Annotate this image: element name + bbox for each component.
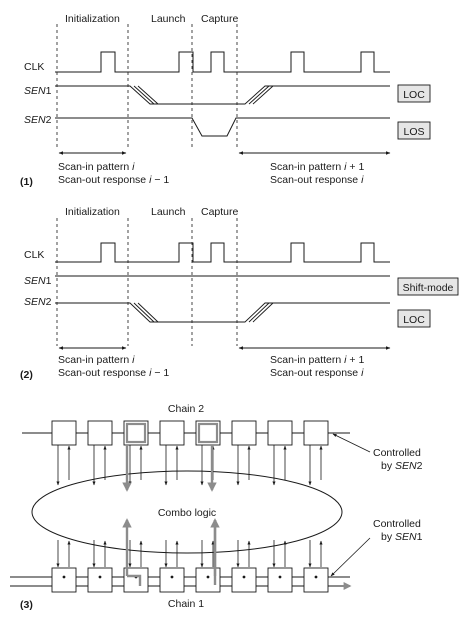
chain-1-cell — [51, 567, 77, 593]
rail-dot — [170, 575, 174, 579]
sen2-waveform — [55, 117, 390, 137]
launch-connector — [127, 574, 142, 586]
combo-logic-ellipse — [31, 470, 343, 554]
sen2-waveform-2 — [55, 302, 390, 323]
highlighted-cell — [197, 422, 219, 444]
ctrl-bottom-line2: by SEN1 — [381, 531, 423, 543]
ctrl-top-line1: Controlled — [373, 447, 421, 459]
chain-1-cell — [231, 567, 257, 593]
rail-dot — [62, 575, 66, 579]
chain-2-cell — [159, 420, 185, 446]
phase-launch-2: Launch — [151, 206, 186, 218]
chain-2-cell — [51, 420, 77, 446]
chain-2-cell — [303, 420, 329, 446]
right-note-line1: Scan-in pattern i + 1 — [270, 161, 364, 173]
panel-2-tag: (2) — [20, 369, 33, 381]
rail-dot — [314, 575, 318, 579]
panel-1-tag: (1) — [20, 176, 33, 188]
clk-waveform — [55, 51, 390, 73]
clk-label: CLK — [24, 61, 44, 73]
panel-3-tag: (3) — [20, 599, 33, 611]
sen2-label-2: SEN2 — [24, 296, 52, 308]
mode-label-loc: LOC — [403, 89, 425, 101]
launch-capture-path — [122, 445, 220, 586]
chain-1-cell — [267, 567, 293, 593]
sen1-waveform — [55, 85, 390, 105]
chain-1-cell — [87, 567, 113, 593]
ctrl-top-line2: by SEN2 — [381, 460, 423, 472]
right-note-line2-2: Scan-out response i — [270, 367, 364, 379]
mode-box-los — [397, 121, 431, 140]
mode-label-loc-2: LOC — [403, 314, 425, 326]
rail-dot — [206, 575, 210, 579]
phase-initialization: Initialization — [65, 13, 120, 25]
sen1-label-2: SEN1 — [24, 275, 52, 287]
chain-1-cells — [51, 567, 329, 593]
ctrl-top-pointer — [332, 433, 371, 453]
sen2-label: SEN2 — [24, 114, 52, 126]
mode-label-los: LOS — [403, 126, 424, 138]
ctrl-bottom-pointer — [330, 537, 371, 577]
mode-label-shift: Shift-mode — [403, 282, 454, 294]
right-note-line2: Scan-out response i — [270, 174, 364, 186]
chain-2-label: Chain 2 — [168, 403, 204, 415]
highlighted-cell — [125, 422, 147, 444]
chain-2-cells — [51, 420, 329, 446]
chain-2-cell — [231, 420, 257, 446]
phase-dividers — [56, 24, 238, 150]
chain-1-label: Chain 1 — [168, 598, 204, 610]
mode-box-shift — [397, 277, 459, 296]
left-note-line2-2: Scan-out response i − 1 — [58, 367, 169, 379]
panel-3: Chain 2 Combo logic Chain 1 Controlled b… — [10, 403, 423, 611]
left-note-line1-2: Scan-in pattern i — [58, 354, 135, 366]
ctrl-bottom-line1: Controlled — [373, 518, 421, 530]
clk-waveform-2 — [55, 242, 390, 263]
chain-1-cell — [303, 567, 329, 593]
left-note-line2: Scan-out response i − 1 — [58, 174, 169, 186]
phase-capture: Capture — [201, 13, 239, 25]
chain-1-cell — [195, 567, 221, 593]
chain-1-cell — [159, 567, 185, 593]
phase-dividers-2 — [56, 218, 238, 346]
sen1-label: SEN1 — [24, 85, 52, 97]
phase-initialization-2: Initialization — [65, 206, 120, 218]
rail-dot — [278, 575, 282, 579]
panel-2: Initialization Launch Capture CLK SEN1 S… — [20, 206, 459, 381]
rail-dot — [242, 575, 246, 579]
left-note-line1: Scan-in pattern i — [58, 161, 135, 173]
rail-dot — [98, 575, 102, 579]
right-note-line1-2: Scan-in pattern i + 1 — [270, 354, 364, 366]
chain-wires — [56, 445, 323, 568]
mode-box-loc — [397, 84, 431, 103]
combo-logic-label: Combo logic — [158, 507, 216, 519]
clk-label-2: CLK — [24, 249, 44, 261]
chain-2-cell — [267, 420, 293, 446]
phase-capture-2: Capture — [201, 206, 239, 218]
chain-2-cell — [87, 420, 113, 446]
panel-1: Initialization Launch Capture CLK SEN1 S… — [20, 13, 431, 188]
phase-launch: Launch — [151, 13, 186, 25]
mode-box-loc-2 — [397, 309, 431, 328]
